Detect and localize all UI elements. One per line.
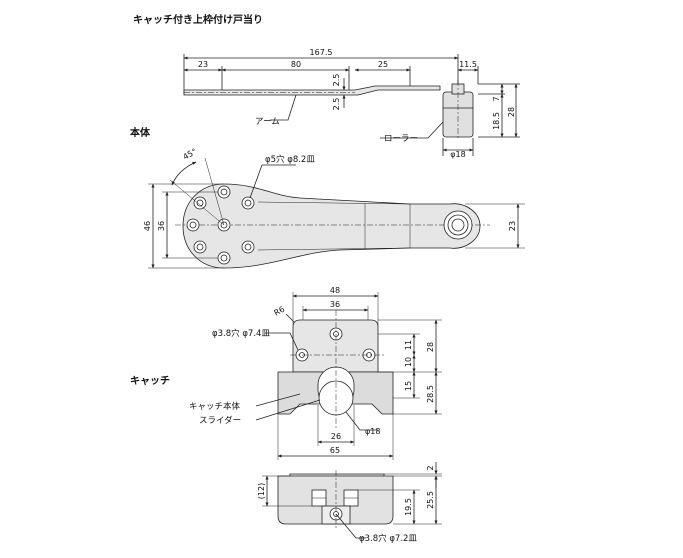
catch-side-dimensions: (12) 2 19.5 25.5 φ3.8穴 φ7.2皿 [257,465,435,544]
dim-12: (12) [257,483,266,499]
catch-title: キャッチ [130,375,170,387]
dim-28: 28 [507,107,516,117]
dim-angle: 45° [182,147,199,162]
dim-65: 65 [330,446,340,455]
dim-46: 46 [143,221,152,231]
dim-19-5: 19.5 [404,498,413,516]
dim-18-5: 18.5 [492,112,501,130]
mounting-holes [186,185,255,265]
label-catch-hole: φ3.8穴 φ7.4皿 [212,328,270,339]
dim-25-5: 25.5 [426,491,435,509]
dim-23: 23 [198,60,208,69]
dim-r6: R6 [273,305,287,318]
dim-23-vertical: 23 [508,221,517,231]
label-catch-body: キャッチ本体 [189,401,241,412]
dim-slider-diameter: φ18 [365,427,380,436]
label-slider: スライダー [199,415,241,426]
dim-28-5: 28.5 [426,385,435,403]
catch-side-view [262,462,442,539]
arm-side-view [183,54,520,156]
label-roller: ローラー [384,134,418,144]
dim-28-catch: 28 [426,342,435,352]
body-title: 本体 [130,126,151,139]
label-arm: アーム [255,117,280,127]
dim-7: 7 [492,96,501,101]
arm-side-dimensions: 167.5 23 80 25 11.5 2.5 2.5 7 18.5 28 φ1… [198,48,516,159]
dim-15: 15 [404,381,413,391]
dim-roller-diameter: φ18 [450,150,465,159]
catch-top-view [255,292,442,460]
dim-26: 26 [331,432,341,441]
dim-36-vertical: 36 [157,221,166,231]
label-bottom-hole: φ3.8穴 φ7.2皿 [359,533,417,544]
dim-11: 11 [404,340,413,350]
dim-80: 80 [291,60,301,69]
main-title: キャッチ付き上枠付け戸当り [133,13,263,26]
catch-top-dimensions: 48 36 R6 φ3.8穴 φ7.4皿 10 11 28 15 28.5 26… [189,286,435,455]
dim-total-length: 167.5 [310,48,333,57]
dim-36-horizontal: 36 [330,300,340,309]
dim-11-5: 11.5 [459,60,477,69]
dim-2-5-b: 2.5 [332,98,341,111]
arm-top-view [148,157,525,269]
dim-2-5-a: 2.5 [332,74,341,87]
label-arm-hole: φ5穴 φ8.2皿 [265,154,315,165]
dim-10: 10 [404,357,413,367]
dim-48: 48 [330,286,340,295]
dim-2: 2 [426,465,435,470]
dim-25: 25 [378,60,388,69]
